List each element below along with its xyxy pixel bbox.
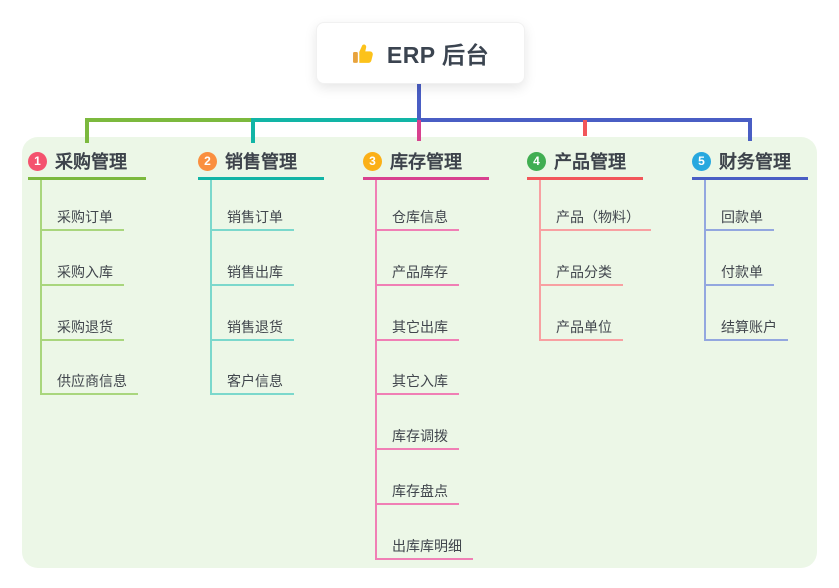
child-node[interactable]: 客户信息 bbox=[227, 373, 283, 390]
connector-segment bbox=[85, 118, 253, 122]
child-node[interactable]: 其它入库 bbox=[392, 373, 448, 390]
branch-number-badge: 1 bbox=[28, 151, 47, 171]
root-stem-line bbox=[417, 82, 421, 122]
child-node[interactable]: 付款单 bbox=[721, 263, 763, 280]
child-node[interactable]: 出库库明细 bbox=[392, 537, 462, 554]
child-node[interactable]: 库存调拨 bbox=[392, 428, 448, 445]
child-underline bbox=[210, 229, 294, 231]
branch-header[interactable]: 4 产品管理 bbox=[527, 150, 626, 172]
child-node[interactable]: 采购退货 bbox=[57, 318, 113, 335]
branch-title: 财务管理 bbox=[719, 152, 791, 172]
child-underline bbox=[704, 338, 788, 341]
child-node[interactable]: 采购订单 bbox=[57, 209, 113, 225]
child-node[interactable]: 采购入库 bbox=[57, 263, 113, 280]
child-node[interactable]: 产品分类 bbox=[556, 263, 612, 280]
branch-vertical-line bbox=[210, 180, 212, 396]
background-panel bbox=[22, 137, 817, 568]
child-node[interactable]: 回款单 bbox=[721, 209, 763, 225]
child-node[interactable]: 仓库信息 bbox=[392, 209, 448, 225]
child-node[interactable]: 其它出库 bbox=[392, 318, 448, 335]
child-underline bbox=[210, 393, 294, 396]
child-node[interactable]: 销售订单 bbox=[227, 209, 283, 225]
child-node[interactable]: 结算账户 bbox=[721, 318, 777, 335]
branch-header[interactable]: 1 采购管理 bbox=[28, 150, 127, 172]
child-underline bbox=[40, 338, 124, 341]
branch-number-badge: 4 bbox=[527, 151, 546, 171]
branch-vertical-line bbox=[375, 180, 377, 560]
child-underline bbox=[375, 338, 459, 341]
branch-vertical-line bbox=[704, 180, 706, 341]
root-node[interactable]: ERP 后台 bbox=[316, 22, 525, 84]
child-underline bbox=[210, 338, 294, 341]
branch-number-badge: 3 bbox=[363, 151, 382, 171]
branch-drop-line bbox=[417, 120, 421, 141]
child-node[interactable]: 产品（物料） bbox=[556, 209, 640, 225]
branch-header[interactable]: 2 销售管理 bbox=[198, 150, 297, 172]
child-node[interactable]: 销售退货 bbox=[227, 318, 283, 335]
branch-underline bbox=[363, 177, 489, 180]
branch-title: 销售管理 bbox=[225, 152, 297, 172]
child-underline bbox=[539, 338, 623, 341]
branch-underline bbox=[198, 177, 324, 180]
branch-drop-line bbox=[251, 120, 255, 143]
branch-underline bbox=[527, 177, 643, 180]
branch-drop-line bbox=[85, 120, 89, 143]
child-node[interactable]: 供应商信息 bbox=[57, 373, 127, 390]
child-underline bbox=[704, 283, 774, 286]
connector-segment bbox=[251, 118, 419, 122]
branch-title: 库存管理 bbox=[390, 152, 462, 172]
branch-vertical-line bbox=[40, 180, 42, 396]
child-node[interactable]: 库存盘点 bbox=[392, 483, 448, 499]
child-underline bbox=[40, 283, 124, 286]
branch-number-badge: 5 bbox=[692, 151, 711, 171]
branch-underline bbox=[692, 177, 808, 180]
root-node-label: ERP 后台 bbox=[386, 42, 490, 68]
child-underline bbox=[539, 283, 623, 286]
child-node[interactable]: 销售出库 bbox=[227, 263, 283, 280]
child-underline bbox=[375, 503, 459, 505]
branch-drop-line bbox=[748, 120, 752, 141]
branch-underline bbox=[28, 177, 146, 180]
child-underline bbox=[375, 229, 459, 231]
child-underline bbox=[375, 448, 459, 451]
child-underline bbox=[40, 229, 124, 231]
child-node[interactable]: 产品库存 bbox=[392, 263, 448, 280]
child-node[interactable]: 产品单位 bbox=[556, 318, 612, 335]
branch-header[interactable]: 3 库存管理 bbox=[363, 150, 462, 172]
child-underline bbox=[375, 557, 473, 560]
child-underline bbox=[210, 283, 294, 286]
child-underline bbox=[40, 393, 138, 396]
branch-title: 采购管理 bbox=[55, 152, 127, 172]
branch-number-badge: 2 bbox=[198, 151, 217, 171]
child-underline bbox=[375, 393, 459, 396]
branch-drop-line bbox=[583, 120, 587, 136]
branch-header[interactable]: 5 财务管理 bbox=[692, 150, 791, 172]
branch-vertical-line bbox=[539, 180, 541, 341]
branch-title: 产品管理 bbox=[554, 152, 626, 172]
child-underline bbox=[539, 229, 651, 231]
child-underline bbox=[375, 283, 459, 286]
thumbs-up-icon bbox=[352, 41, 377, 66]
child-underline bbox=[704, 229, 774, 231]
